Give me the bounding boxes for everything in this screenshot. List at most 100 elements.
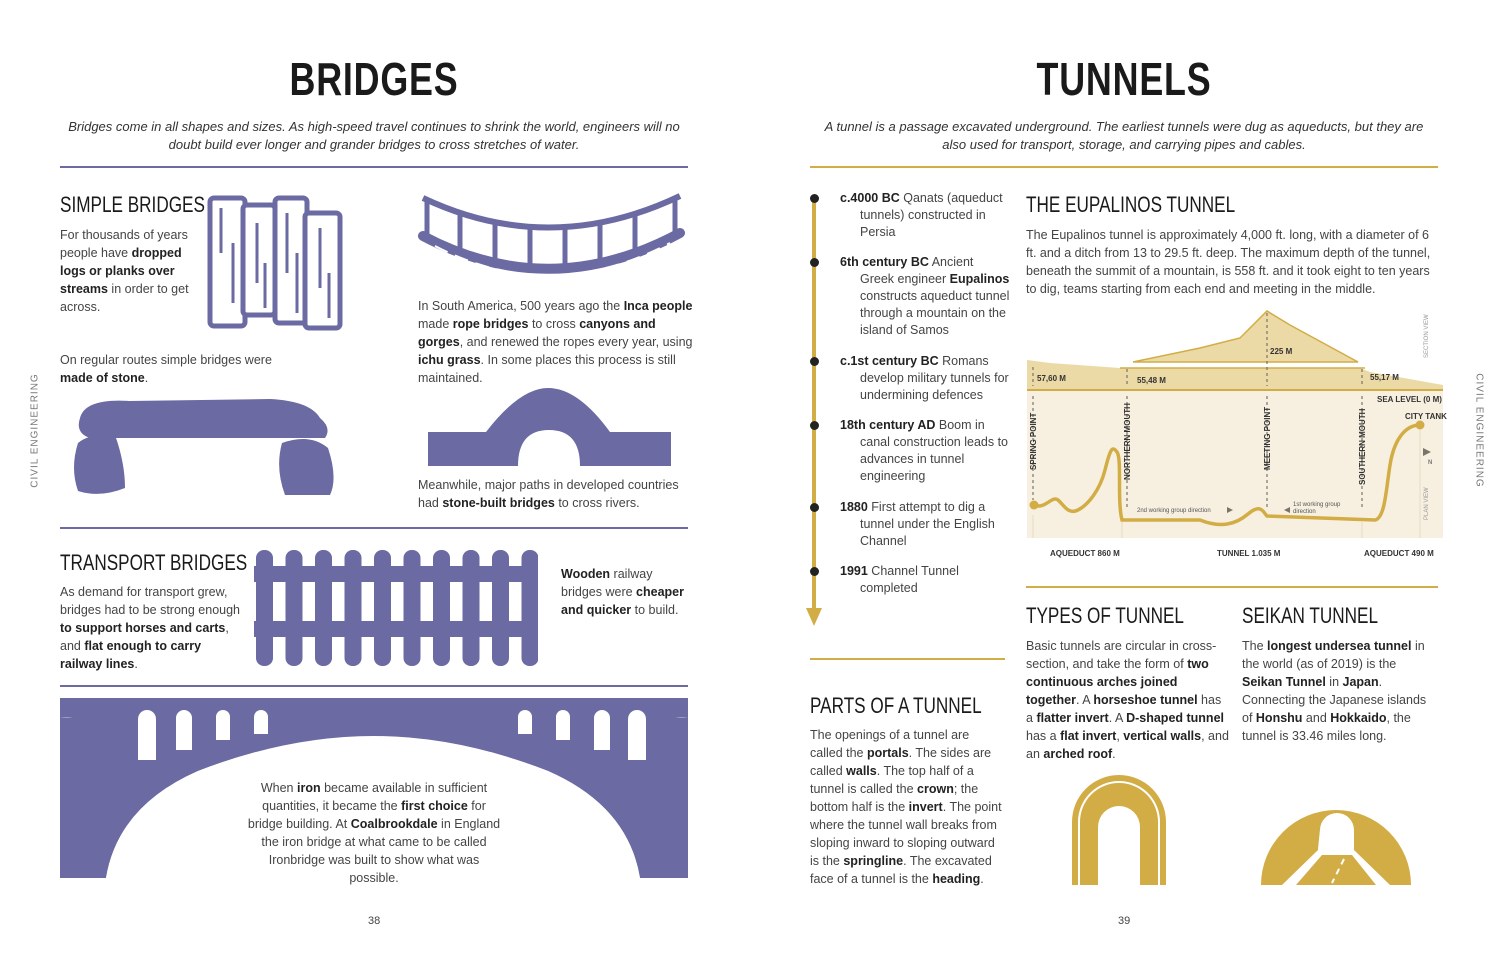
bold-text: c.1st century <box>840 354 921 368</box>
divider <box>60 527 688 529</box>
text: made <box>418 317 453 331</box>
timeline-item: 18th century AD Boom in canal constructi… <box>840 417 1010 485</box>
meeting-point-label: MEETING POINT <box>1263 407 1272 470</box>
bold-text: portals <box>866 746 909 760</box>
text: , <box>1116 729 1124 743</box>
bold-text: flatter invert <box>1036 711 1109 725</box>
fence-post <box>521 550 538 666</box>
bold-text: BC <box>920 354 939 368</box>
simple-bridges-text: For thousands of years people have dropp… <box>60 226 195 316</box>
text: . A <box>1108 711 1127 725</box>
divider <box>1026 586 1438 588</box>
bold-text: 1991 <box>840 564 868 578</box>
seikan-heading: SEIKAN TUNNEL <box>1242 603 1379 628</box>
wooden-railway-text: Wooden railway bridges were cheaper and … <box>561 565 691 619</box>
dolmen-illustration <box>74 399 334 495</box>
text: . The point where the tunnel wall breaks… <box>810 800 1002 868</box>
text: has a <box>1026 729 1061 743</box>
bold-text: flat enough to carry railway lines <box>60 639 202 671</box>
text: ; the bottom half is the <box>810 782 979 814</box>
text: . <box>144 371 149 385</box>
fence-post <box>492 550 509 666</box>
text: The Eupalinos tunnel is approximately 4,… <box>1026 228 1431 296</box>
text: . A <box>1076 693 1094 707</box>
north-height-label: 55,48 M <box>1137 376 1166 385</box>
page-number-right: 39 <box>1118 915 1131 927</box>
text: became available in sufficient quantitie… <box>262 781 488 813</box>
iron-bridge-illustration <box>60 698 688 878</box>
timeline-item: c.1st century BC Romans develop military… <box>840 353 1010 404</box>
aqueduct-490-label: AQUEDUCT 490 M <box>1364 549 1434 558</box>
text: . <box>980 872 984 886</box>
aqueduct-860-label: AQUEDUCT 860 M <box>1050 549 1120 558</box>
bold-text: Hokkaido <box>1330 711 1387 725</box>
text: railway bridges were <box>561 567 653 599</box>
timeline-item: 6th century BC Ancient Greek engineer Eu… <box>840 254 1010 339</box>
text: The <box>1242 639 1268 653</box>
bold-text: Coalbrookdale <box>350 817 438 831</box>
fence-post <box>374 550 391 666</box>
bridge-window <box>254 710 268 734</box>
rope-bridge-illustration <box>418 193 685 277</box>
timeline-dot <box>810 503 819 512</box>
text: has a <box>1026 693 1222 725</box>
spring-point-label: SPRING POINT <box>1029 413 1038 470</box>
timeline-item: 1880 First attempt to dig a tunnel under… <box>840 499 1010 550</box>
fence-post <box>462 550 480 666</box>
bold-text: c.4000 <box>840 191 882 205</box>
tunnels-intro: A tunnel is a passage excavated undergro… <box>824 119 1424 152</box>
bold-text: BC <box>910 255 929 269</box>
bold-text: Eupalinos <box>949 272 1010 286</box>
bold-text: BC <box>881 191 900 205</box>
bold-text: to support horses and carts <box>60 621 226 635</box>
fence-post <box>315 550 332 666</box>
timeline-dot <box>810 421 819 430</box>
text: in the world (as of 2019) is the <box>1242 639 1425 671</box>
bold-text: heading <box>932 872 981 886</box>
bridge-window <box>628 710 646 760</box>
parts-of-tunnel-heading: PARTS OF A TUNNEL <box>810 693 982 718</box>
text: . <box>1112 747 1116 761</box>
section-view-label: SECTION VIEW <box>1424 314 1430 358</box>
text: . Connecting the Japanese islands of <box>1242 675 1427 725</box>
text: In South America, 500 years ago the <box>418 299 624 313</box>
parts-of-tunnel-text: The openings of a tunnel are called the … <box>810 726 1005 888</box>
logs-illustration <box>207 195 343 331</box>
stone-bridges-text: On regular routes simple bridges were ma… <box>60 351 280 387</box>
spring-height-label: 57,60 M <box>1037 374 1066 383</box>
divider <box>60 685 688 687</box>
text: First attempt to dig a tunnel under the … <box>860 500 995 548</box>
text: . The excavated face of a tunnel is the <box>810 854 992 886</box>
second-group-label: 2nd working group direction <box>1137 508 1211 514</box>
text: Ancient Greek engineer <box>860 255 974 286</box>
timeline-dot <box>810 194 819 203</box>
bold-text: rope bridges <box>452 317 529 331</box>
bridges-intro: Bridges come in all shapes and sizes. As… <box>68 119 680 152</box>
divider <box>810 658 1005 660</box>
side-label-left: CIVIL ENGINEERING <box>29 373 41 488</box>
text: Channel Tunnel completed <box>860 564 959 595</box>
text: in <box>1325 675 1343 689</box>
first-group-label-2: direction <box>1293 509 1316 515</box>
text: As demand for transport grew, bridges ha… <box>60 585 240 617</box>
bold-text: first choice <box>401 799 468 813</box>
bold-text: flat invert <box>1060 729 1117 743</box>
types-of-tunnel-heading: TYPES OF TUNNEL <box>1026 603 1184 628</box>
bold-text: vertical walls <box>1123 729 1202 743</box>
bold-text: Inca people <box>623 299 693 313</box>
bold-text: longest undersea tunnel <box>1267 639 1412 653</box>
bold-text: Seikan Tunnel <box>1242 675 1326 689</box>
timeline-dot <box>810 357 819 366</box>
bold-text: stone-built bridges <box>442 496 555 510</box>
bold-text: dropped logs or planks over streams <box>60 246 182 296</box>
transport-bridges-text: As demand for transport grew, bridges ha… <box>60 583 245 673</box>
south-height-label: 55,17 M <box>1370 373 1399 382</box>
rope-bridges-text: In South America, 500 years ago the Inca… <box>418 297 698 387</box>
text: in order to get across. <box>60 282 189 314</box>
transport-bridges-heading: TRANSPORT BRIDGES <box>60 550 248 575</box>
tunnel-length-label: TUNNEL 1.035 M <box>1217 549 1281 558</box>
northern-mouth-label: NORTHERN MOUTH <box>1123 403 1132 480</box>
text: . The top half of a tunnel is called the <box>810 764 974 796</box>
text: Boom in canal construction leads to adva… <box>860 418 1009 483</box>
text: Meanwhile, major paths in developed coun… <box>418 478 679 510</box>
